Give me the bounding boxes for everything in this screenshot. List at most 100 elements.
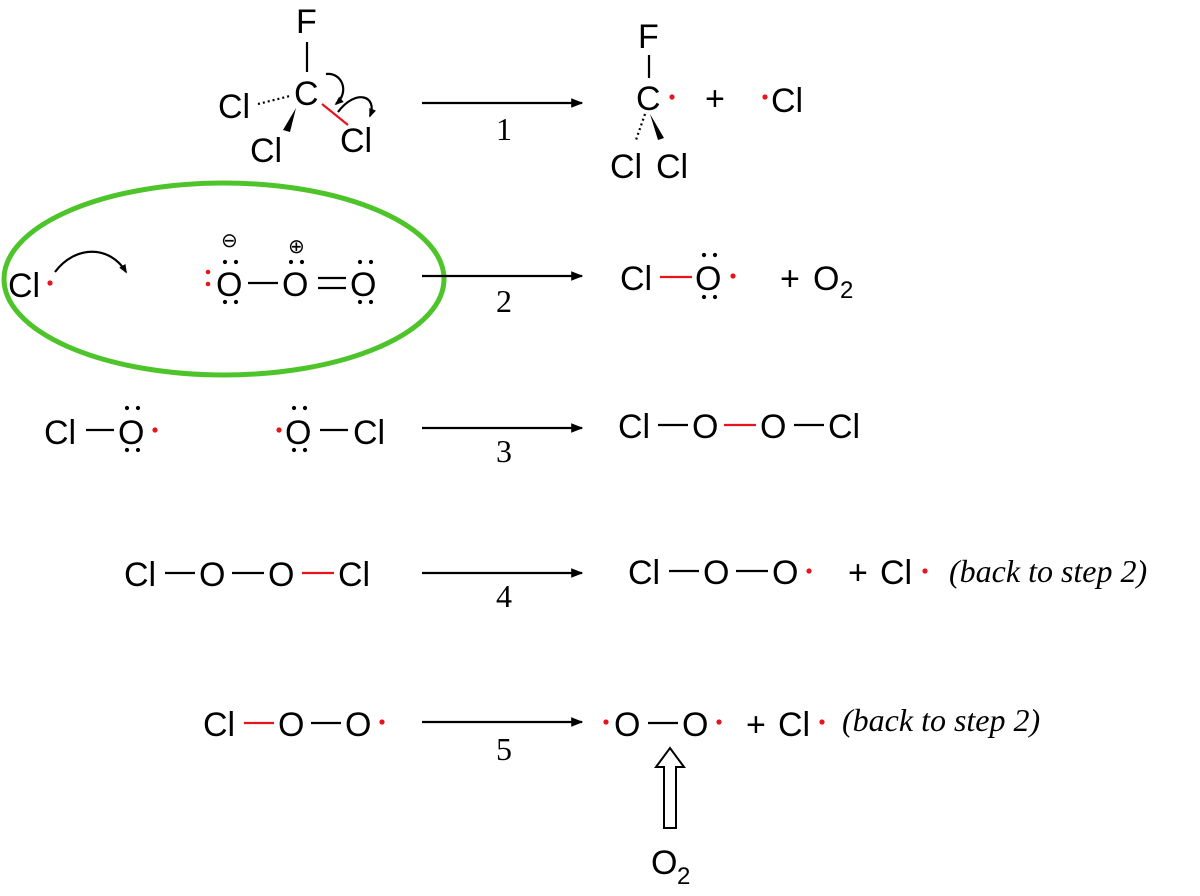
curved-arrow-icon [325, 72, 345, 106]
hashed-bond [257, 94, 291, 106]
atom-o: O [199, 556, 225, 594]
atom-cl: Cl [828, 408, 860, 446]
atom-o: O [695, 260, 721, 298]
lone-pair-dot [701, 294, 707, 300]
lone-pair-dot [205, 281, 211, 287]
lone-pair-dot [135, 447, 141, 453]
lone-pair-dot [124, 447, 130, 453]
wedge-bond [650, 114, 664, 140]
radical-dot-icon [922, 568, 928, 574]
atom-f: F [638, 18, 659, 56]
atom-o: O [282, 266, 308, 304]
lone-pair-dot [222, 299, 228, 305]
step-number-1: 1 [496, 111, 512, 147]
step-3-reactants: Cl O O Cl [44, 405, 385, 453]
atom-cl: Cl [44, 414, 76, 452]
step-number-3: 3 [496, 433, 512, 469]
atom-c: C [294, 75, 319, 113]
atom-o: O [614, 706, 640, 744]
atom-cl: Cl [610, 148, 642, 186]
radical-dot-icon [716, 719, 722, 725]
atom-o: O [692, 408, 718, 446]
atom-cl: Cl [628, 554, 660, 592]
lone-pair-dot [135, 405, 141, 411]
atom-o: O [682, 706, 708, 744]
radical-dot-icon [379, 719, 385, 725]
plus-sign: + [705, 80, 725, 118]
atom-o: O [118, 414, 144, 452]
atom-o2: O [813, 260, 839, 298]
step-4-products: Cl O O + Cl (back to step 2) [628, 553, 1147, 592]
atom-o: O [703, 554, 729, 592]
step-number-2: 2 [496, 283, 512, 319]
lone-pair-dot [302, 447, 308, 453]
lone-pair-dot [233, 259, 239, 265]
lone-pair-dot [233, 299, 239, 305]
step-5-reactant: Cl O O [203, 706, 385, 744]
radical-dot-icon [276, 427, 282, 433]
lone-pair-dot [357, 259, 363, 265]
atom-o: O [772, 554, 798, 592]
step-3-product: Cl O O Cl [618, 408, 860, 446]
atom-cl: Cl [8, 267, 40, 305]
atom-o: O [285, 414, 311, 452]
radical-dot-icon [669, 94, 675, 100]
radical-dot-icon [762, 94, 768, 100]
breaking-bond-c-cl [321, 103, 349, 126]
lone-pair-dot [712, 294, 718, 300]
lone-pair-dot [222, 259, 228, 265]
atom-cl: Cl [338, 556, 370, 594]
back-to-step-note: (back to step 2) [842, 702, 1040, 738]
atom-cl-right: Cl [340, 122, 372, 160]
radical-dot-icon [819, 719, 825, 725]
atom-cl-bottom: Cl [250, 132, 282, 170]
radical-dot-icon [152, 427, 158, 433]
atom-o: O [760, 408, 786, 446]
atom-cl: Cl [771, 82, 803, 120]
lone-pair-dot [712, 252, 718, 258]
atom-o: O [268, 556, 294, 594]
step-4-reactant: Cl O O Cl [124, 556, 370, 594]
atom-f: F [296, 3, 317, 41]
subscript-2: 2 [840, 277, 853, 304]
lone-pair-dot [357, 299, 363, 305]
lone-pair-dot [291, 447, 297, 453]
subscript-2: 2 [677, 863, 690, 890]
curved-arrow-icon [54, 250, 127, 274]
lone-pair-dot [288, 259, 294, 265]
lone-pair-dot [124, 405, 130, 411]
atom-cl: Cl [656, 148, 688, 186]
atom-o: O [216, 266, 242, 304]
atom-cl: Cl [618, 408, 650, 446]
radical-dot-icon [603, 719, 609, 725]
lone-pair-dot [701, 252, 707, 258]
plus-sign: + [780, 260, 800, 298]
lone-pair-dot [205, 269, 211, 275]
lone-pair-dot [302, 405, 308, 411]
lone-pair-dot [291, 405, 297, 411]
radical-dot-icon [806, 568, 812, 574]
lone-pair-dot [368, 299, 374, 305]
atom-cl: Cl [778, 706, 810, 744]
lone-pair-dot [368, 259, 374, 265]
plus-sign: + [848, 554, 868, 592]
atom-o: O [350, 266, 376, 304]
atom-c: C [636, 80, 661, 118]
back-to-step-note: (back to step 2) [949, 553, 1147, 589]
atom-o: O [345, 706, 371, 744]
step-1-reactant: F C Cl Cl Cl [218, 3, 377, 170]
curved-arrow-icon [337, 96, 377, 118]
atom-o: O [278, 706, 304, 744]
plus-sign: + [746, 706, 766, 744]
positive-charge: ⊕ [288, 234, 305, 258]
step-2-reactants: Cl ⊖ ⊕ O O O [8, 228, 376, 305]
atom-cl: Cl [124, 556, 156, 594]
atom-cl: Cl [620, 260, 652, 298]
step-1-products: F C Cl Cl + Cl [610, 18, 803, 186]
atom-cl: Cl [353, 414, 385, 452]
step-number-5: 5 [496, 731, 512, 767]
hollow-arrow-icon [654, 746, 686, 829]
atom-cl-left: Cl [218, 88, 250, 126]
step-5-products: O O + Cl (back to step 2) O 2 [603, 702, 1040, 890]
